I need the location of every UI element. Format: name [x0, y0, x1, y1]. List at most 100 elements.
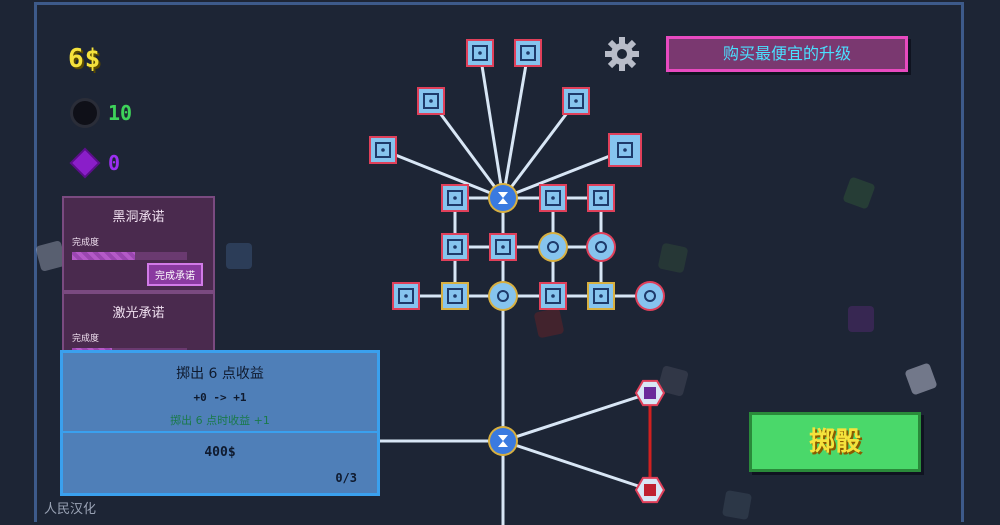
dice-icon	[617, 142, 633, 158]
tree-connector	[502, 391, 651, 443]
hourglass-icon	[498, 192, 508, 204]
complete-promise-button[interactable]: 完成承诺	[147, 263, 203, 286]
tooltip-value-change: +0 -> +1	[193, 391, 247, 404]
dice-icon	[545, 288, 561, 304]
upgrade-node[interactable]	[466, 39, 494, 67]
upgrade-node[interactable]	[586, 232, 616, 262]
tree-connector	[501, 100, 578, 199]
upgrade-node[interactable]	[539, 282, 567, 310]
upgrade-node[interactable]	[441, 233, 469, 261]
background-dice-icon	[848, 306, 874, 332]
dice-icon	[495, 239, 511, 255]
upgrade-node[interactable]	[538, 232, 568, 262]
promise-progress-bar	[72, 252, 187, 260]
dice-icon	[644, 387, 656, 399]
dice-icon	[545, 190, 561, 206]
hourglass-icon	[498, 435, 508, 447]
upgrade-node[interactable]	[514, 39, 542, 67]
hourglass-node[interactable]	[488, 426, 518, 456]
upgrade-node[interactable]	[441, 184, 469, 212]
upgrade-node-body	[490, 283, 516, 309]
token-icon	[644, 290, 656, 302]
dice-pip	[526, 51, 530, 55]
dice-icon	[472, 45, 488, 61]
tree-connector	[382, 148, 504, 200]
upgrade-node[interactable]	[417, 87, 445, 115]
gem-count: 0	[108, 151, 121, 175]
dice-pip	[429, 99, 433, 103]
hex-upgrade-node[interactable]	[634, 379, 666, 407]
tooltip-title: 掷出 6 点收益	[176, 366, 264, 382]
dice-pip	[404, 294, 408, 298]
gem-counter: 0	[70, 148, 120, 178]
tree-connector	[502, 148, 626, 200]
dice-icon	[447, 288, 463, 304]
dice-icon	[593, 288, 609, 304]
upgrade-node[interactable]	[488, 281, 518, 311]
dice-pip	[501, 245, 505, 249]
dice-pip	[623, 148, 627, 152]
tooltip-description: 掷出 6 点时收益 +1	[170, 414, 270, 427]
dice-pip	[381, 148, 385, 152]
tooltip-price: 400$	[204, 445, 236, 460]
dice-icon	[644, 484, 656, 496]
upgrade-node-body	[588, 234, 614, 260]
buy-cheapest-upgrade-button[interactable]: 购买最便宜的升级	[666, 36, 908, 72]
tree-connector	[429, 100, 505, 199]
dice-pip	[599, 196, 603, 200]
upgrade-node[interactable]	[587, 184, 615, 212]
translator-watermark: 人民汉化	[44, 502, 97, 517]
promise-title: 黑洞承诺	[112, 210, 165, 225]
black-hole-count: 10	[108, 101, 133, 125]
dice-icon	[520, 45, 536, 61]
dice-icon	[568, 93, 584, 109]
dice-icon	[375, 142, 391, 158]
promise-panel-black-hole: 黑洞承诺 完成度 完成承诺	[62, 196, 215, 292]
dice-pip	[453, 196, 457, 200]
tree-connector	[502, 439, 651, 492]
tree-connector	[478, 52, 505, 199]
hex-upgrade-node[interactable]	[634, 476, 666, 504]
dice-pip	[599, 294, 603, 298]
money-counter: 6$	[68, 44, 102, 74]
gear-icon[interactable]	[604, 36, 640, 72]
upgrade-node[interactable]	[369, 136, 397, 164]
black-hole-icon	[70, 98, 100, 128]
dice-pip	[453, 245, 457, 249]
upgrade-node[interactable]	[489, 233, 517, 261]
token-icon	[547, 241, 559, 253]
hourglass-node[interactable]	[488, 183, 518, 213]
promise-progress-fill	[72, 252, 136, 260]
upgrade-tooltip: 掷出 6 点收益 +0 -> +1 掷出 6 点时收益 +1 400$ 0/3	[60, 350, 380, 496]
upgrade-node[interactable]	[539, 184, 567, 212]
dice-pip	[551, 294, 555, 298]
tooltip-divider	[63, 431, 377, 433]
dice-pip	[551, 196, 555, 200]
upgrade-node[interactable]	[562, 87, 590, 115]
token-icon	[595, 241, 607, 253]
roll-dice-button[interactable]: 掷骰	[749, 412, 921, 472]
dice-icon	[423, 93, 439, 109]
upgrade-node[interactable]	[441, 282, 469, 310]
promise-title: 激光承诺	[112, 306, 165, 321]
dice-icon	[398, 288, 414, 304]
upgrade-node[interactable]	[635, 281, 665, 311]
dice-icon	[447, 239, 463, 255]
dice-icon	[593, 190, 609, 206]
upgrade-node[interactable]	[587, 282, 615, 310]
upgrade-node-body	[540, 234, 566, 260]
dice-pip	[478, 51, 482, 55]
promise-progress-label: 完成度	[72, 334, 100, 344]
upgrade-node[interactable]	[392, 282, 420, 310]
promise-progress-label: 完成度	[72, 238, 100, 248]
dice-icon	[447, 190, 463, 206]
dice-pip	[574, 99, 578, 103]
background-dice-icon	[226, 243, 252, 269]
black-hole-counter: 10	[70, 98, 132, 128]
tooltip-purchase-count: 0/3	[335, 471, 357, 485]
upgrade-node-body	[637, 283, 663, 309]
dice-pip	[453, 294, 457, 298]
upgrade-node[interactable]	[608, 133, 642, 167]
